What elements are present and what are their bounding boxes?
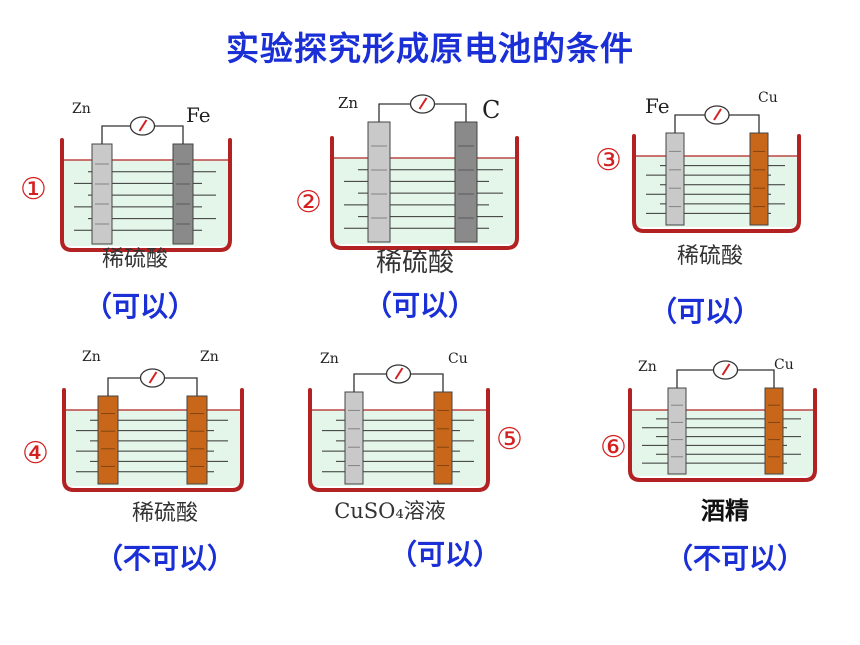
cell-6-right-metal: Cu <box>774 357 794 373</box>
solution-fill <box>630 410 815 476</box>
cell-4-apparatus <box>62 368 244 492</box>
right-electrode <box>749 132 769 226</box>
cell-1-number: ① <box>20 172 47 207</box>
galvanometer-needle <box>418 97 428 110</box>
beaker <box>628 388 817 482</box>
cell-5-result: （可以） <box>388 538 501 571</box>
cell-4-right-metal: Zn <box>200 349 219 365</box>
cell-1-result: （可以） <box>83 290 196 323</box>
right-electrode <box>172 143 194 245</box>
galvanometer-needle <box>713 108 722 121</box>
right-electrode <box>764 387 784 475</box>
left-electrode <box>367 121 391 243</box>
galvanometer-needle <box>138 119 148 132</box>
cell-6: Zn Cu ⑥ 酒精 （不可以） <box>600 345 830 595</box>
cell-5-number: ⑤ <box>496 422 523 457</box>
cell-5-solution: CuSO₄溶液 <box>334 499 446 523</box>
cell-3-number: ③ <box>595 143 622 178</box>
cell-3-solution: 稀硫酸 <box>676 244 743 269</box>
solution-fill <box>64 410 242 486</box>
cell-2-solution: 稀硫酸 <box>375 248 454 278</box>
cell-4-number: ④ <box>22 436 49 471</box>
cell-6-result: （不可以） <box>664 542 805 575</box>
cell-6-left-metal: Zn <box>638 359 657 375</box>
cell-3-result: （可以） <box>648 295 761 328</box>
left-electrode <box>91 143 113 245</box>
cell-4-left-metal: Zn <box>82 349 101 365</box>
cell-4: Zn Zn ④ 稀硫酸 （不可以） <box>20 345 260 595</box>
left-electrode <box>665 132 685 226</box>
solution-fill <box>332 158 517 244</box>
galvanometer-needle <box>394 367 404 380</box>
cell-5-right-metal: Cu <box>448 351 468 367</box>
cell-4-solution: 稀硫酸 <box>131 501 198 526</box>
left-electrode <box>667 387 687 475</box>
beaker <box>632 134 801 233</box>
cell-6-number: ⑥ <box>600 430 627 465</box>
wire <box>353 373 444 392</box>
cell-1-solution: 稀硫酸 <box>101 247 168 272</box>
galvanometer-needle <box>148 371 158 384</box>
cell-1: Zn Fe ① 稀硫酸 （可以） <box>20 95 250 335</box>
wire <box>674 114 760 133</box>
cell-2-result: （可以） <box>363 289 476 322</box>
cell-4-result: （不可以） <box>94 542 235 575</box>
cell-2-left-metal: Zn <box>338 94 359 112</box>
wire <box>101 125 184 144</box>
cell-5-left-metal: Zn <box>320 351 339 367</box>
cell-3-right-metal: Cu <box>758 90 778 106</box>
cell-3: Fe Cu ③ 稀硫酸 （可以） <box>590 88 820 338</box>
beaker <box>308 388 490 492</box>
cell-6-solution: 酒精 <box>701 496 749 525</box>
right-electrode <box>433 391 453 485</box>
cell-3-apparatus <box>632 105 801 233</box>
cell-1-left-metal: Zn <box>72 101 91 117</box>
cell-2-number: ② <box>295 185 322 220</box>
cell-1-apparatus <box>60 116 232 252</box>
solution-fill <box>634 156 799 227</box>
cell-2-right-metal: C <box>482 96 501 124</box>
cell-6-apparatus <box>628 360 817 482</box>
solution-fill <box>62 160 230 246</box>
beaker <box>330 136 519 250</box>
wire <box>378 103 467 122</box>
cell-5-apparatus <box>308 364 490 492</box>
cell-1-right-metal: Fe <box>186 103 211 127</box>
beaker <box>60 138 232 252</box>
solution-fill <box>310 410 488 486</box>
right-electrode <box>454 121 478 243</box>
galvanometer-needle <box>721 363 731 376</box>
left-electrode <box>97 395 119 485</box>
wire <box>676 369 775 388</box>
cell-2: Zn C ② 稀硫酸 （可以） <box>290 88 530 328</box>
beaker <box>62 388 244 492</box>
cell-2-apparatus <box>330 94 519 250</box>
cell-5: Zn Cu ⑤ CuSO₄溶液 （可以） <box>300 345 550 595</box>
right-electrode <box>186 395 208 485</box>
wire <box>107 377 198 396</box>
page-title: 实验探究形成原电池的条件 <box>226 29 634 68</box>
left-electrode <box>344 391 364 485</box>
cell-3-left-metal: Fe <box>645 94 670 118</box>
